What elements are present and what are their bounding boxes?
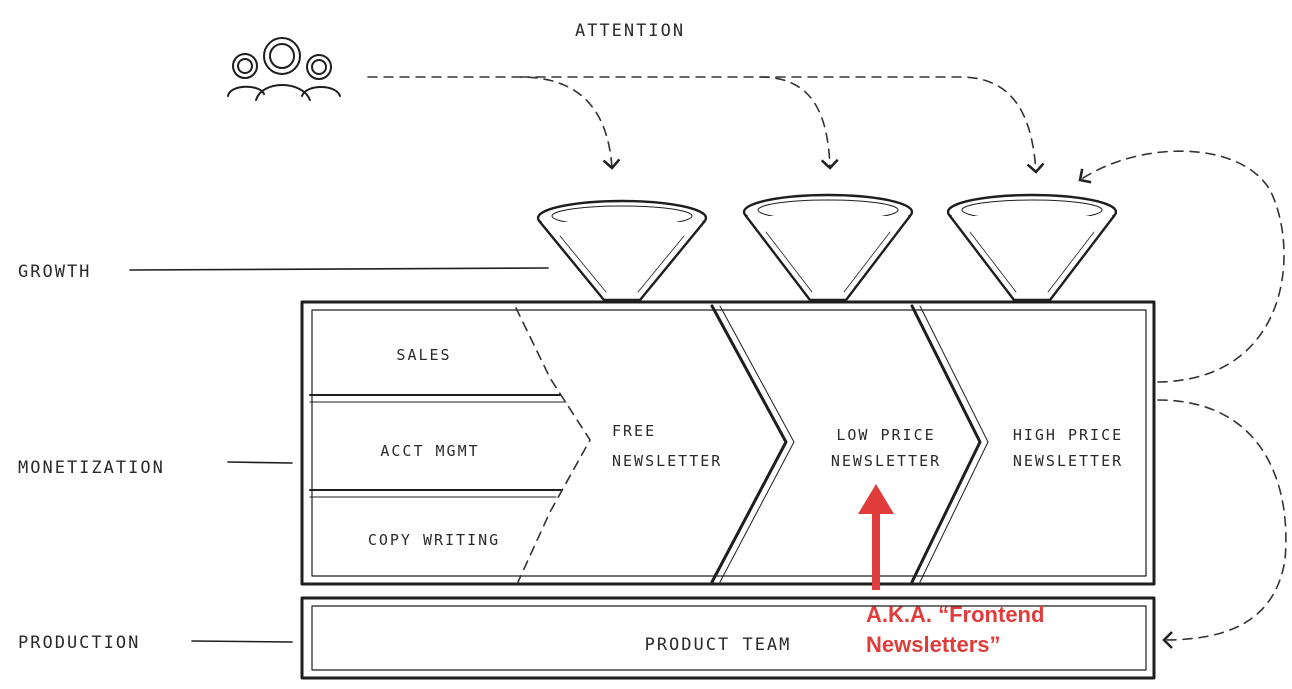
callout-line2: Newsletters” xyxy=(866,632,1001,657)
tier-free-line1: FREE xyxy=(612,422,656,440)
production-label: PRODUCTION xyxy=(18,633,140,653)
growth-label: GROWTH xyxy=(18,262,91,282)
production-leader-line xyxy=(191,640,293,643)
attention-flows xyxy=(367,76,1045,174)
support-acct-mgmt: ACCT MGMT xyxy=(380,442,479,460)
attention-label: ATTENTION xyxy=(575,21,685,41)
people-icon xyxy=(227,37,341,101)
support-sales: SALES xyxy=(396,346,451,364)
support-copy-writing: COPY WRITING xyxy=(368,531,500,549)
growth-leader-line xyxy=(129,267,549,271)
tier-low-line2: NEWSLETTER xyxy=(831,452,941,470)
tier-chevrons xyxy=(710,304,989,584)
support-functions xyxy=(309,307,591,583)
tier-high-line2: NEWSLETTER xyxy=(1013,452,1123,470)
funnel-icon-high xyxy=(946,193,1118,302)
monetization-label: MONETIZATION xyxy=(18,458,165,478)
funnel-icon-low xyxy=(742,193,914,302)
funnel-icon-free xyxy=(536,199,708,302)
feedback-loops xyxy=(1078,150,1287,649)
tier-high-line1: HIGH PRICE xyxy=(1013,426,1123,444)
callout-line1: A.K.A. “Frontend xyxy=(866,602,1044,627)
product-team-label: PRODUCT TEAM xyxy=(645,635,792,655)
tier-free-line2: NEWSLETTER xyxy=(612,452,722,470)
monetization-box xyxy=(300,300,1156,586)
production-box xyxy=(300,596,1156,680)
monetization-leader-line xyxy=(227,461,293,464)
tier-low-line1: LOW PRICE xyxy=(836,426,935,444)
callout-arrow xyxy=(858,484,894,590)
